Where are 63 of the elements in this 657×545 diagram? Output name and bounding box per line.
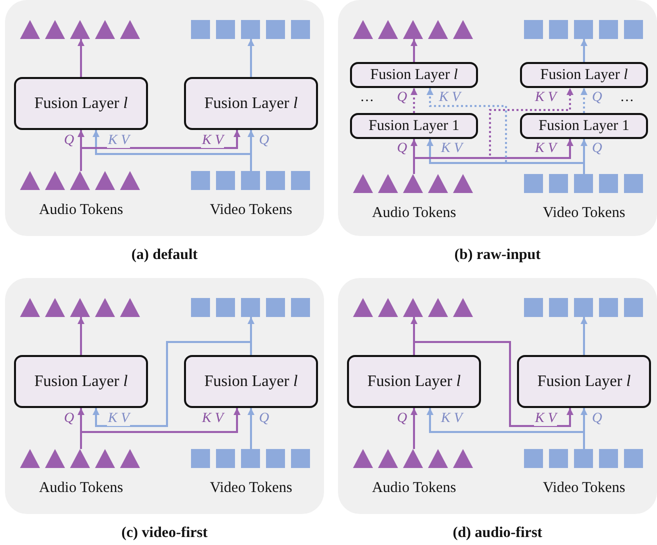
ellipsis-label: …: [360, 90, 374, 106]
edge-label: Q: [591, 142, 604, 156]
token-squares: [190, 20, 312, 39]
arrow: [80, 408, 240, 449]
token-label: Video Tokens: [210, 202, 292, 219]
token-squares: [523, 298, 645, 317]
edge-label: Q: [63, 134, 76, 148]
token-label: Video Tokens: [542, 480, 626, 497]
arrow: [413, 341, 574, 427]
token-label: Audio Tokens: [372, 480, 456, 497]
token-label: Video Tokens: [210, 480, 292, 497]
arrow: [580, 317, 588, 355]
arrow: [78, 317, 84, 355]
edge-label: Q: [63, 412, 76, 426]
panel-background: [5, 0, 324, 236]
edge-label: Q: [258, 134, 270, 148]
token-squares: [523, 20, 645, 39]
arrow: [580, 39, 588, 62]
arrow: [92, 341, 252, 427]
arrow: [248, 39, 254, 77]
fusion-layer-box: Fusion Layer l: [347, 355, 481, 408]
edge-label: Q: [258, 412, 270, 426]
edge-label: Q: [396, 91, 408, 105]
fusion-layer-box: Fusion Layer l: [14, 355, 148, 408]
fusion-layer-box: Fusion Layer 1: [350, 113, 478, 139]
token-triangles: [20, 298, 142, 317]
arrow: [410, 39, 418, 62]
arrow: [580, 88, 588, 113]
edge-label: K V: [107, 412, 130, 426]
token-triangles: [20, 20, 142, 39]
fusion-layer-box: Fusion Layer l: [350, 62, 478, 88]
arrow: [78, 39, 84, 77]
arrow: [410, 408, 418, 449]
panel-background: [338, 278, 657, 514]
fusion-layer-box: Fusion Layer l: [517, 355, 651, 408]
fusion-layer-box: Fusion Layer 1: [520, 113, 648, 139]
token-triangles: [353, 20, 475, 39]
edge-label: K V: [534, 412, 558, 426]
ellipsis-label: …: [620, 90, 634, 106]
panel-caption: (d) audio-first: [452, 525, 544, 542]
token-squares: [190, 298, 312, 317]
token-label: Audio Tokens: [38, 480, 124, 497]
panel-caption: (a) default: [130, 247, 199, 264]
edge-label: Q: [396, 142, 408, 156]
arrow: [410, 88, 418, 113]
edge-label: Q: [396, 412, 408, 426]
token-triangles: [353, 298, 475, 317]
token-label: Audio Tokens: [372, 205, 456, 222]
edge-label: K V: [201, 134, 224, 148]
fusion-layer-box: Fusion Layer l: [184, 355, 318, 408]
arrow: [248, 408, 254, 449]
fusion-layer-box: Fusion Layer l: [184, 77, 318, 130]
panel-background: [338, 0, 657, 236]
panel-background: [5, 278, 324, 514]
edge-label: Q: [591, 412, 604, 426]
edge-label: Q: [591, 91, 604, 105]
panel-caption: (b) raw-input: [453, 247, 542, 264]
fusion-layer-box: Fusion Layer l: [14, 77, 148, 130]
panel-caption: (c) video-first: [120, 525, 209, 542]
token-label: Video Tokens: [542, 205, 626, 222]
fusion-layer-box: Fusion Layer l: [520, 62, 648, 88]
edge-label: K V: [107, 134, 130, 148]
token-label: Audio Tokens: [38, 202, 124, 219]
